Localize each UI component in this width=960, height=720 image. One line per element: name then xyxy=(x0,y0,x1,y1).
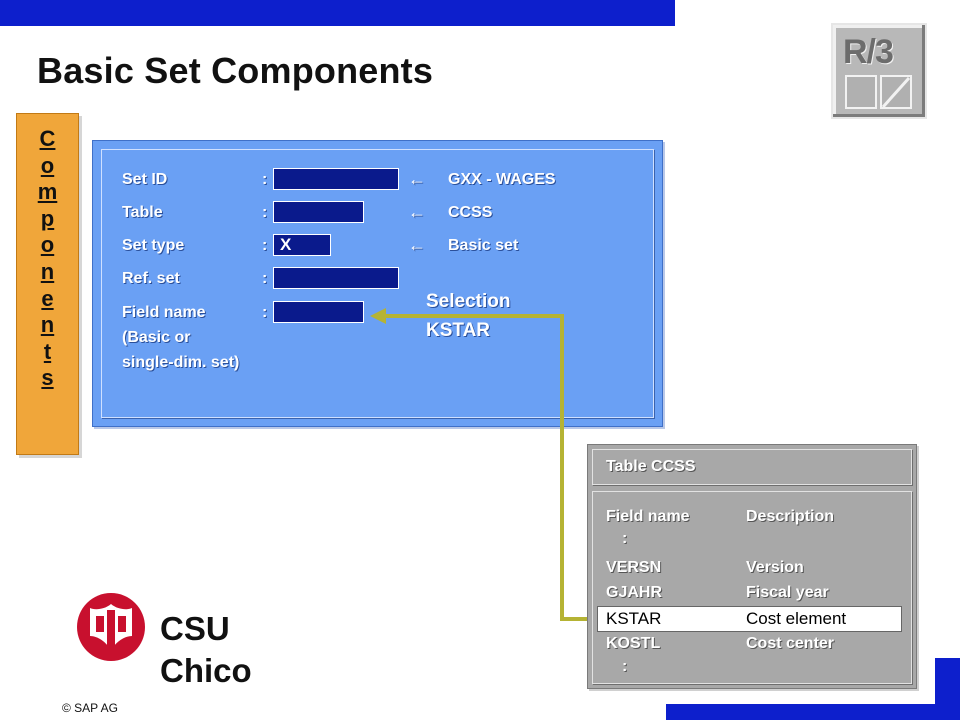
note-table: CCSS xyxy=(448,204,493,221)
components-letter: t xyxy=(43,338,52,364)
r3-logo-shapes-icon xyxy=(845,75,912,109)
arrow-left-icon: ← xyxy=(408,202,426,222)
selection-label: Selection xyxy=(426,291,511,312)
table-ellipsis-top: : xyxy=(622,530,628,547)
field-name-field[interactable] xyxy=(273,301,364,323)
set-type-field[interactable]: X xyxy=(273,234,331,256)
table-ccss-body xyxy=(592,491,912,684)
r3-logo-text: R/3 xyxy=(843,33,894,71)
table-ccss-panel xyxy=(587,444,917,689)
table-row-field: KOSTL xyxy=(606,635,661,652)
label-field-name: Field name xyxy=(122,304,206,321)
set-type-value: X xyxy=(280,235,292,254)
label-table: Table xyxy=(122,204,163,221)
components-letter: m xyxy=(37,179,58,205)
csu-chico-wordmark: CSU Chico xyxy=(160,608,252,692)
table-col-description: Description xyxy=(746,508,835,525)
field-name-note-line2: single-dim. set) xyxy=(122,354,240,371)
colon-set-id: : xyxy=(262,171,268,188)
table-ccss-header xyxy=(592,449,912,485)
table-row-highlighted[interactable] xyxy=(597,606,902,632)
components-letter: p xyxy=(40,205,55,231)
components-letter: C xyxy=(39,126,56,151)
components-letter: o xyxy=(40,152,55,178)
page-title: Basic Set Components xyxy=(37,50,434,91)
table-row-desc: Fiscal year xyxy=(746,584,829,601)
label-set-type: Set type xyxy=(122,237,185,254)
csu-chico-seal-icon xyxy=(77,593,145,661)
colon-set-type: : xyxy=(262,237,268,254)
table-row-field: GJAHR xyxy=(606,584,663,601)
table-field[interactable] xyxy=(273,201,364,223)
table-row-desc-highlighted: Cost element xyxy=(746,609,847,628)
field-name-note-line1: (Basic or xyxy=(122,329,191,346)
label-ref-set: Ref. set xyxy=(122,270,180,287)
note-set-id: GXX - WAGES xyxy=(448,171,556,188)
ref-set-field[interactable] xyxy=(273,267,399,289)
table-ccss-title: Table CCSS xyxy=(606,458,696,475)
table-col-field-name: Field name xyxy=(606,508,690,525)
label-set-id: Set ID xyxy=(122,171,168,188)
set-id-field[interactable] xyxy=(273,168,399,190)
components-letter: e xyxy=(41,285,54,311)
arrow-left-icon: ← xyxy=(408,235,426,255)
components-letter: o xyxy=(40,232,55,258)
selection-value: KSTAR xyxy=(426,320,491,341)
connector-arrowhead-icon xyxy=(370,308,386,324)
note-set-type: Basic set xyxy=(448,237,519,254)
corner-accent-horizontal xyxy=(666,704,960,720)
table-row-desc: Cost center xyxy=(746,635,835,652)
components-letter: n xyxy=(40,258,55,284)
csu-line1: CSU xyxy=(160,610,230,647)
table-ellipsis-bottom: : xyxy=(622,658,628,675)
colon-table: : xyxy=(262,204,268,221)
colon-field-name: : xyxy=(262,304,268,321)
components-letter: s xyxy=(41,365,54,391)
colon-ref-set: : xyxy=(262,270,268,287)
top-accent-bar xyxy=(0,0,675,26)
table-row-field: VERSN xyxy=(606,559,662,576)
table-row-field-highlighted: KSTAR xyxy=(606,609,662,628)
csu-line2: Chico xyxy=(160,652,252,689)
arrow-left-icon: ← xyxy=(408,169,426,189)
set-definition-panel-inner xyxy=(101,149,654,418)
sap-copyright: © SAP AG xyxy=(62,701,118,715)
table-row-desc: Version xyxy=(746,559,804,576)
components-letter: n xyxy=(40,312,55,338)
r3-logo: R/3 xyxy=(831,23,927,119)
